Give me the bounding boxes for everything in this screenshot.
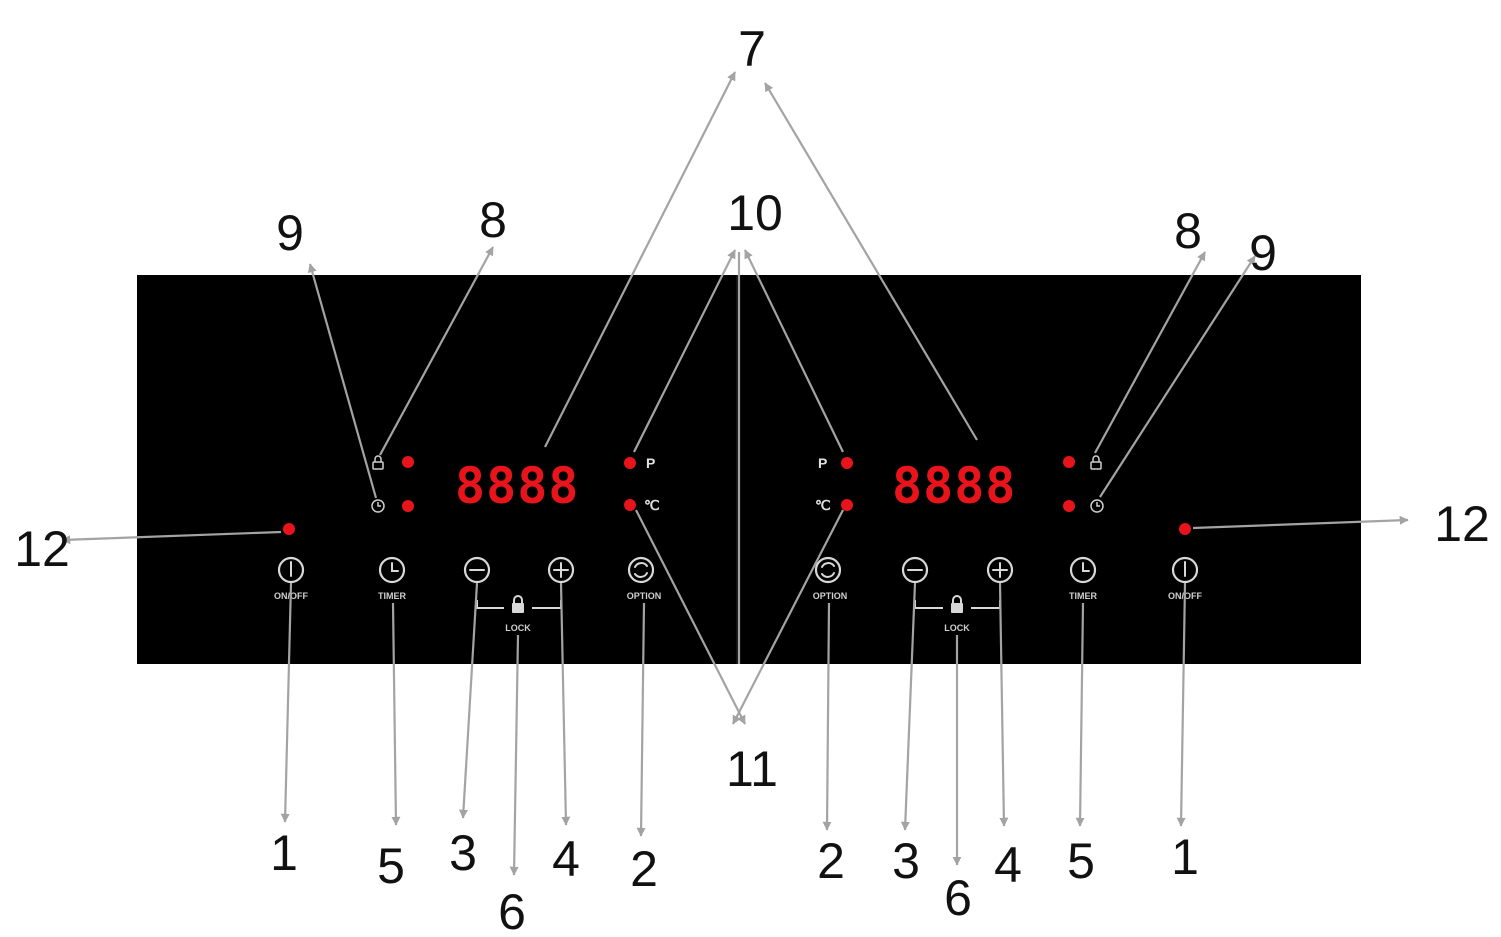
left-minus-button[interactable] [463, 556, 491, 584]
left-lock-led [402, 456, 414, 468]
callout-12-right: 12 [1434, 496, 1490, 552]
callout-3-left: 3 [449, 825, 477, 881]
right-digit-display: 8888 [892, 457, 1016, 515]
leader-3-right [900, 582, 917, 831]
leader-2-right [822, 602, 832, 831]
leader-6-left [509, 634, 520, 876]
callout-10: 10 [727, 185, 783, 241]
padlock-icon [512, 595, 524, 613]
left-lock-combo[interactable]: LOCK [476, 595, 562, 633]
power-icon [1171, 556, 1199, 584]
right-power-led [1179, 523, 1191, 535]
leader-10-right [744, 249, 844, 453]
left-option-button[interactable]: OPTION [627, 556, 662, 601]
right-zone: P ℃ 8888 OPTION [813, 455, 1203, 633]
leader-5-right [1075, 602, 1085, 827]
left-power-led [283, 523, 295, 535]
leader-7-left [544, 71, 736, 448]
left-power-level-label: P [646, 455, 655, 471]
leader-12-left [61, 530, 282, 545]
right-temperature-led [841, 499, 853, 511]
callout-4-left: 4 [552, 831, 580, 887]
minus-icon [901, 556, 929, 584]
right-plus-button[interactable] [986, 556, 1014, 584]
right-temperature-label: ℃ [815, 497, 831, 513]
callout-6-left: 6 [498, 884, 526, 937]
callout-9-right: 9 [1249, 225, 1277, 281]
callout-numbers: 7 10 9 8 8 9 12 12 11 1 5 3 6 4 2 2 3 6 … [14, 21, 1490, 937]
plus-icon [986, 556, 1014, 584]
right-timer-led [1063, 500, 1075, 512]
left-temperature-led [624, 499, 636, 511]
plus-icon [547, 556, 575, 584]
leader-7-right [764, 82, 978, 441]
left-option-label: OPTION [627, 591, 662, 601]
callout-8-right: 8 [1174, 203, 1202, 259]
right-lock-led [1063, 456, 1075, 468]
cooktop-panel [137, 275, 1361, 664]
leader-11-left [635, 509, 746, 725]
right-timer-indicator-icon [1090, 499, 1104, 513]
leader-9-left [307, 263, 378, 499]
right-power-level-label: P [818, 455, 827, 471]
callout-5-left: 5 [377, 838, 405, 894]
leader-8-left [379, 246, 494, 456]
right-lock-label: LOCK [944, 623, 970, 633]
callout-2-right: 2 [817, 833, 845, 889]
right-timer-label: TIMER [1069, 591, 1097, 601]
callout-5-right: 5 [1067, 833, 1095, 889]
option-cycle-icon [627, 556, 655, 584]
right-minus-button[interactable] [901, 556, 929, 584]
right-timer-button[interactable]: TIMER [1069, 556, 1097, 601]
leader-9-right [1099, 255, 1256, 498]
callout-7: 7 [738, 21, 766, 77]
left-lock-label: LOCK [505, 623, 531, 633]
power-icon [277, 556, 305, 584]
leader-3-left [458, 582, 479, 819]
callout-8-left: 8 [479, 192, 507, 248]
left-timer-label: TIMER [378, 591, 406, 601]
left-digit-display: 8888 [455, 457, 579, 515]
callout-12-left: 12 [14, 521, 70, 577]
leader-2-left [636, 602, 646, 837]
option-cycle-icon [814, 556, 842, 584]
right-power-level-led [841, 457, 853, 469]
callout-1-right: 1 [1171, 829, 1199, 885]
left-timer-button[interactable]: TIMER [378, 556, 406, 601]
leader-1-right [1176, 582, 1187, 827]
right-lock-indicator-icon [1090, 455, 1102, 470]
leader-1-left [280, 582, 293, 823]
left-timer-led [402, 500, 414, 512]
callout-9-left: 9 [276, 205, 304, 261]
clock-icon [1069, 556, 1097, 584]
callout-6-right: 6 [944, 870, 972, 926]
leader-4-left [559, 582, 571, 826]
padlock-icon [951, 595, 963, 613]
clock-icon [378, 556, 406, 584]
left-power-level-led [624, 457, 636, 469]
left-lock-indicator-icon [372, 455, 384, 470]
leader-lines [61, 71, 1409, 876]
callout-3-right: 3 [892, 833, 920, 889]
callout-2-left: 2 [630, 841, 658, 897]
leader-8-right [1094, 251, 1206, 454]
left-plus-button[interactable] [547, 556, 575, 584]
minus-icon [463, 556, 491, 584]
right-option-button[interactable]: OPTION [813, 556, 848, 601]
leader-11-right [732, 509, 844, 725]
left-timer-indicator-icon [371, 499, 385, 513]
leader-4-right [998, 582, 1009, 827]
leader-10-left [633, 249, 736, 453]
leader-12-right [1192, 515, 1409, 530]
callout-1-left: 1 [270, 825, 298, 881]
left-temperature-label: ℃ [644, 497, 660, 513]
leader-5-left [391, 602, 401, 826]
callout-4-right: 4 [994, 837, 1022, 893]
right-option-label: OPTION [813, 591, 848, 601]
callout-11: 11 [726, 741, 778, 797]
